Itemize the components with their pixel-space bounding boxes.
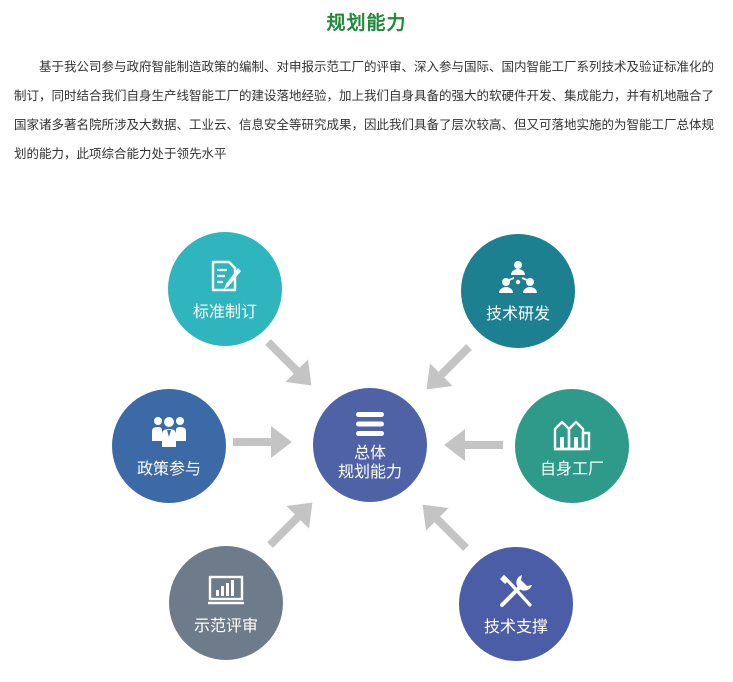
node-factory: 自身工厂 [515,389,629,503]
node-demo: 示范评审 [169,546,283,660]
node-standards-label: 标准制订 [192,302,257,321]
node-standards: 标准制订 [168,232,282,346]
node-policy-label: 政策参与 [136,459,201,478]
menu-lines-icon [356,412,384,436]
tools-icon [500,575,532,607]
center-label-line1: 总体 [353,443,386,462]
intro-paragraph: 基于我公司参与政府智能制造政策的编制、对申报示范工厂的评审、深入参与国际、国内智… [14,59,715,161]
arrow-from-rnd [426,344,472,390]
chart-monitor-icon [208,575,244,605]
center-label-line2: 规划能力 [337,462,402,481]
node-support-label: 技术支撑 [483,617,548,636]
arrow-from-demo [267,502,313,548]
group-people-icon [152,417,186,447]
node-support: 技术支撑 [459,547,573,661]
center-node: 总体 规划能力 [313,388,427,502]
node-rnd-label: 技术研发 [485,304,550,323]
node-factory-label: 自身工厂 [539,459,604,478]
arrow-from-standards [265,339,312,386]
document-edit-icon [211,260,241,292]
arrow-from-support [422,504,469,551]
team-network-icon [499,261,537,293]
factory-icon [553,420,591,451]
node-policy: 政策参与 [112,389,226,503]
page-title: 规划能力 [326,12,407,34]
node-demo-label: 示范评审 [193,616,258,635]
node-rnd: 技术研发 [461,234,575,348]
